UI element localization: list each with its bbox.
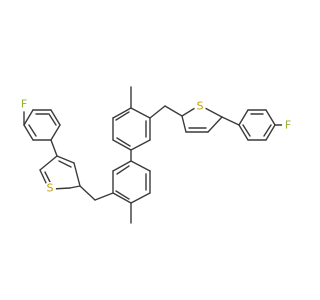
atom-labels: F S F S [18,98,294,195]
bond [79,185,96,201]
bond [207,116,223,133]
bond [265,109,276,126]
bond [116,137,131,147]
bond [50,109,61,126]
atom-label-f: F [285,119,291,132]
bond [69,185,81,189]
bond [116,165,130,175]
bond-set [23,86,283,224]
bond [50,124,61,141]
bond [204,107,223,118]
bond [48,113,57,126]
bond [94,192,114,201]
bond [44,171,51,183]
bond [112,160,132,172]
sulfur-atom: S [44,182,56,195]
bond [242,124,251,137]
bond [115,111,130,121]
bond [115,190,130,200]
bond [28,124,37,137]
bond [238,109,249,126]
bond [265,124,276,141]
bond [181,107,196,117]
bond [23,109,34,126]
atom-label-s: S [197,100,204,113]
sulfur-atom: S [194,100,206,113]
bond [112,139,132,151]
atom-label-s: S [47,182,54,195]
bond [130,107,151,119]
molecule-structure: F S F S [18,86,294,224]
bond [263,124,272,137]
bond [73,162,81,187]
bond [221,116,240,126]
bond [58,160,72,168]
fluorine-atom: F [18,98,30,111]
bond [39,155,58,171]
bond [56,155,75,164]
bond [149,105,166,119]
atom-label-f: F [21,98,27,111]
bond [112,107,132,119]
bond [23,124,34,141]
fluorine-atom: F [282,119,294,132]
bond [164,105,183,117]
bond [50,139,58,157]
bond [39,169,48,186]
bond [130,192,151,204]
bond [130,139,151,151]
bond [112,192,132,204]
bond [181,115,187,133]
bond [238,124,249,141]
bond [130,160,151,172]
